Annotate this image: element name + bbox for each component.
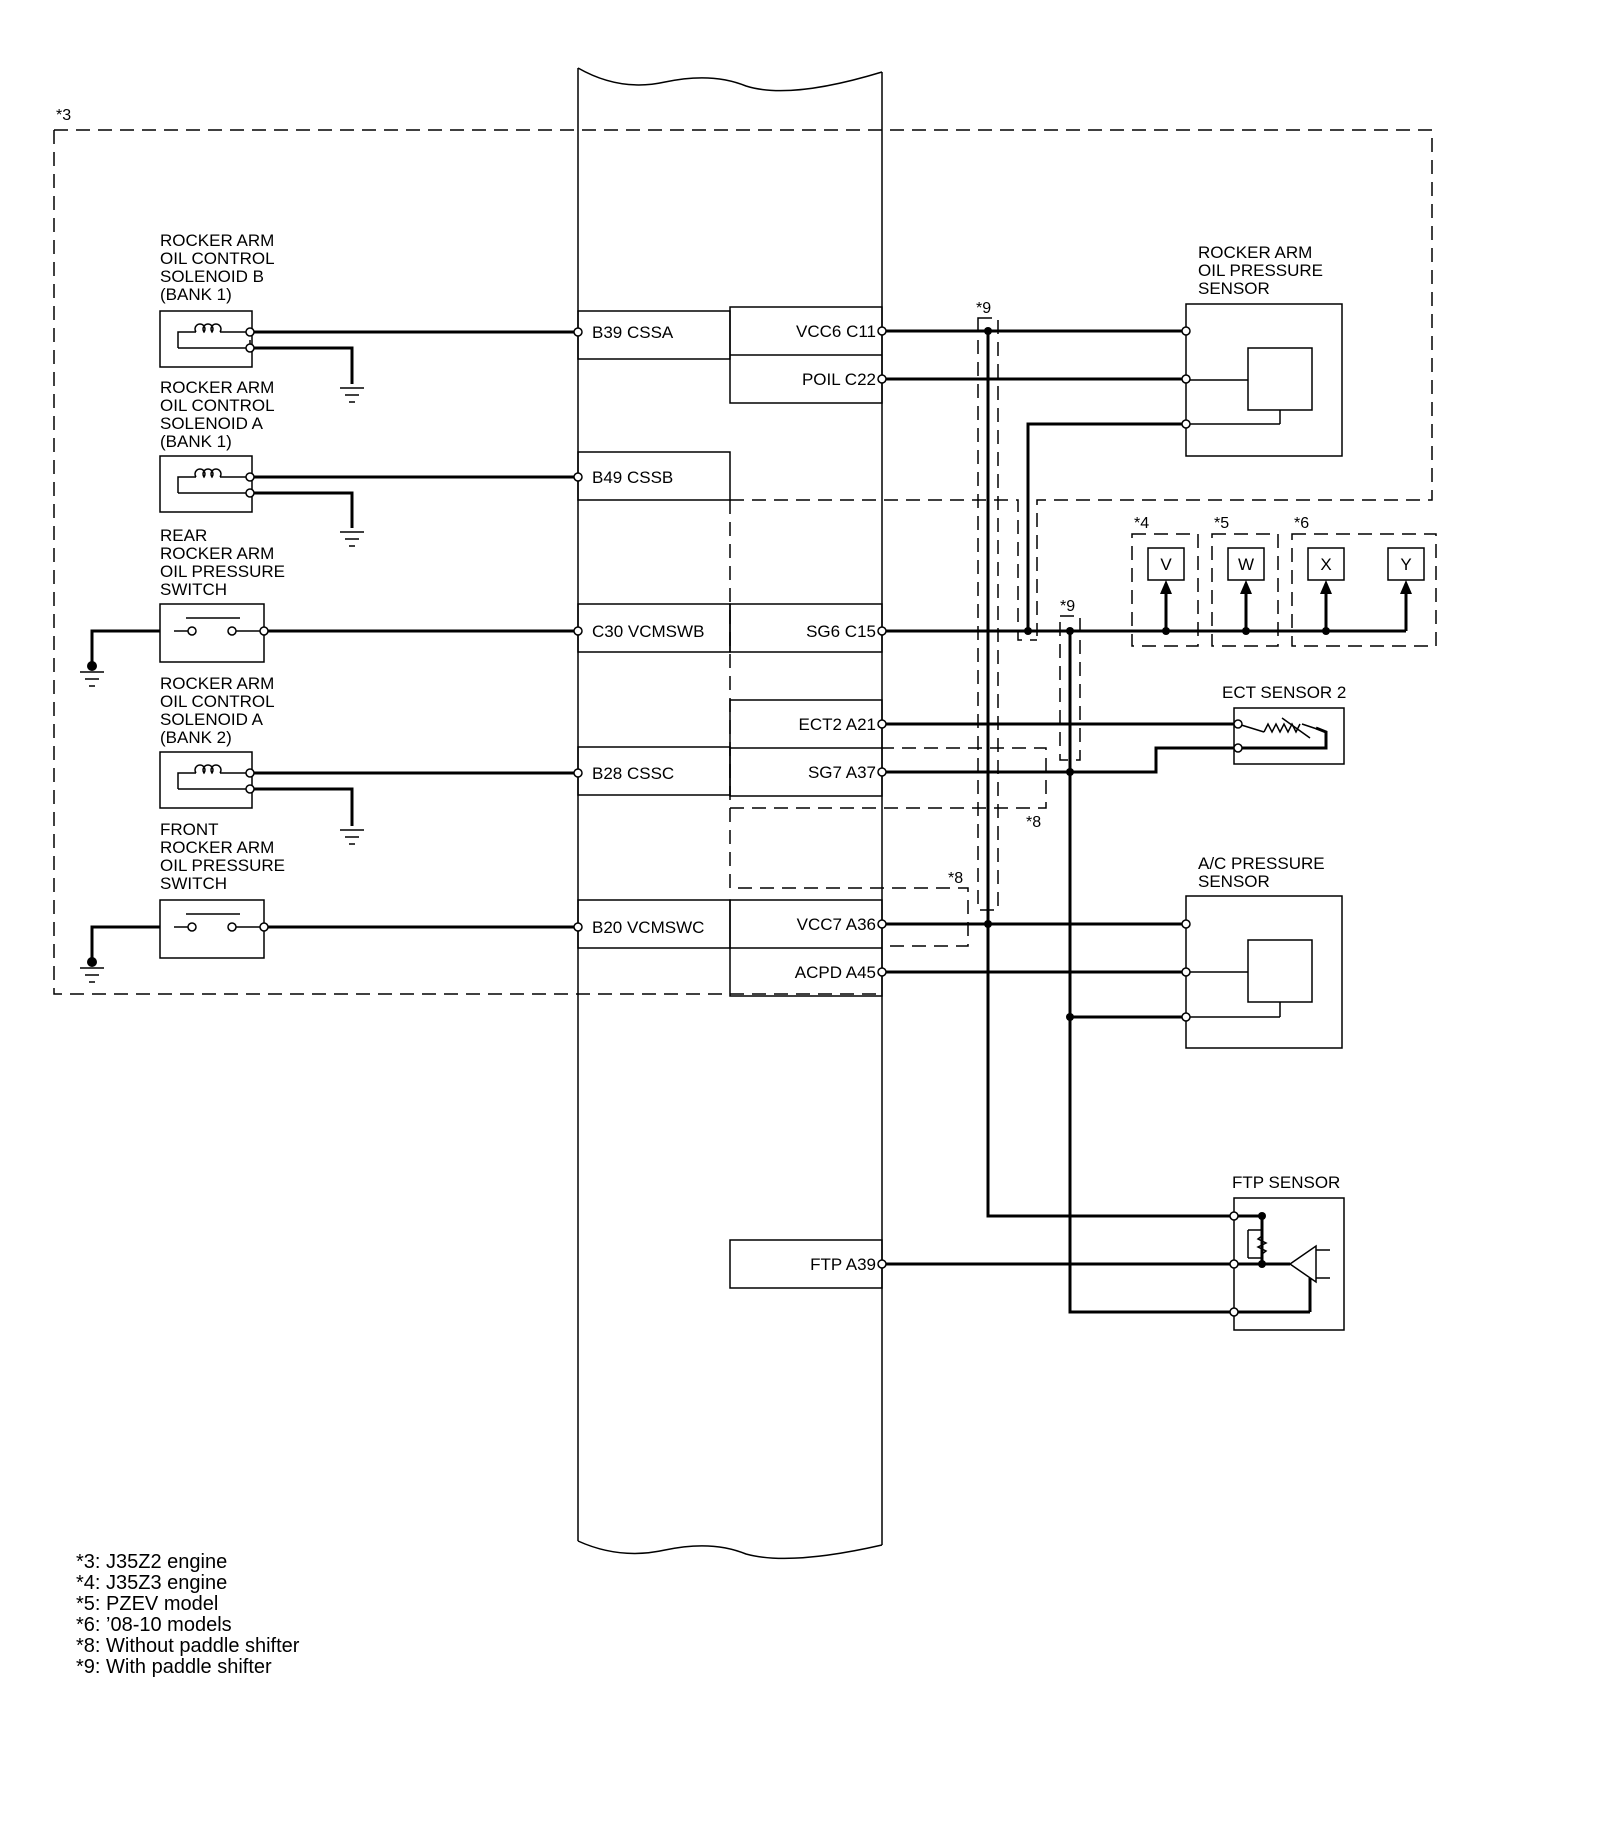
note-3: *3: J35Z2 engine	[76, 1551, 227, 1573]
footnotes: *3: J35Z2 engine *4: J35Z3 engine *5: PZ…	[76, 1551, 300, 1678]
mark-no-paddle-right: *8	[1026, 814, 1041, 831]
label-oil-pressure-sensor-l2: OIL PRESSURE	[1198, 261, 1323, 280]
mark-j35z3: *4	[1134, 515, 1149, 532]
label-rear-switch-l2: ROCKER ARM	[160, 544, 274, 563]
label-solenoid-b-bank1-l4: (BANK 1)	[160, 285, 232, 304]
pin-poil-c22: POIL C22	[802, 370, 876, 389]
label-front-switch-l4: SWITCH	[160, 874, 227, 893]
label-ac-pressure-sensor-l2: SENSOR	[1198, 872, 1270, 891]
pin-vcc7-a36: VCC7 A36	[797, 915, 876, 934]
pin-sg6-c15: SG6 C15	[806, 622, 876, 641]
pin-b20-vcmswc: B20 VCMSWC	[592, 918, 704, 937]
pin-c30-vcmswb: C30 VCMSWB	[592, 622, 704, 641]
mark-paddle-mid: *9	[1060, 598, 1075, 615]
variant-letter-w: W	[1238, 555, 1254, 574]
pin-b28-cssc: B28 CSSC	[592, 764, 674, 783]
label-ftp-sensor: FTP SENSOR	[1232, 1173, 1340, 1192]
variant-boxes	[1131, 533, 1437, 647]
ftp-sensor	[1233, 1197, 1345, 1331]
pin-b49-cssb: B49 CSSB	[592, 468, 673, 487]
label-ect-sensor-2: ECT SENSOR 2	[1222, 683, 1346, 702]
label-solenoid-a-bank2-l4: (BANK 2)	[160, 728, 232, 747]
front-oil-pressure-switch	[159, 899, 265, 959]
variant-letter-v: V	[1160, 555, 1172, 574]
label-oil-pressure-sensor-l3: SENSOR	[1198, 279, 1270, 298]
label-solenoid-a-bank2-l3: SOLENOID A	[160, 710, 264, 729]
rocker-arm-oil-pressure-sensor	[1185, 303, 1343, 457]
solenoid-a-bank2	[159, 751, 253, 809]
label-solenoid-b-bank1-l2: OIL CONTROL	[160, 249, 275, 268]
ecm-pin-labels: B39 CSSA B49 CSSB C30 VCMSWB B28 CSSC B2…	[592, 322, 876, 1274]
ecm-right-pin-boxes	[729, 306, 883, 1289]
variant-letter-y: Y	[1400, 555, 1411, 574]
note-5: *5: PZEV model	[76, 1593, 218, 1615]
rear-oil-pressure-switch	[159, 603, 265, 663]
mark-paddle-top: *9	[976, 300, 991, 317]
label-solenoid-a-bank1-l2: OIL CONTROL	[160, 396, 275, 415]
label-solenoid-b-bank1-l3: SOLENOID B	[160, 267, 264, 286]
pin-b39-cssa: B39 CSSA	[592, 323, 674, 342]
ground-symbols	[80, 387, 364, 983]
component-labels: ROCKER ARM OIL CONTROL SOLENOID B (BANK …	[160, 231, 1346, 1192]
label-front-switch-l1: FRONT	[160, 820, 219, 839]
mark-region3: *3	[56, 107, 71, 124]
pin-ect2-a21: ECT2 A21	[799, 715, 877, 734]
label-solenoid-a-bank2-l2: OIL CONTROL	[160, 692, 275, 711]
label-front-switch-l2: ROCKER ARM	[160, 838, 274, 857]
label-rear-switch-l3: OIL PRESSURE	[160, 562, 285, 581]
label-solenoid-b-bank1-l1: ROCKER ARM	[160, 231, 274, 250]
label-rear-switch-l1: REAR	[160, 526, 207, 545]
variant-letter-x: X	[1320, 555, 1331, 574]
pin-sg7-a37: SG7 A37	[808, 763, 876, 782]
mark-08-10: *6	[1294, 515, 1309, 532]
region-marks: *3 *9 *9 *8 *8	[56, 107, 1075, 887]
note-9: *9: With paddle shifter	[76, 1656, 272, 1678]
solenoid-b-bank1	[159, 310, 253, 368]
ect-sensor-2	[1233, 707, 1345, 765]
label-solenoid-a-bank1-l3: SOLENOID A	[160, 414, 264, 433]
mark-no-paddle-left: *8	[948, 870, 963, 887]
right-wires	[882, 327, 1406, 1314]
variant-labels: *4 *5 *6 V W X Y	[1134, 515, 1412, 574]
note-4: *4: J35Z3 engine	[76, 1572, 227, 1594]
ac-pressure-sensor	[1185, 895, 1343, 1049]
pin-ftp-a39: FTP A39	[810, 1255, 876, 1274]
label-solenoid-a-bank2-l1: ROCKER ARM	[160, 674, 274, 693]
label-ac-pressure-sensor-l1: A/C PRESSURE	[1198, 854, 1325, 873]
mark-pzev: *5	[1214, 515, 1229, 532]
label-front-switch-l3: OIL PRESSURE	[160, 856, 285, 875]
pin-vcc6-c11: VCC6 C11	[796, 322, 876, 341]
pin-terminals	[245, 326, 1243, 1317]
solenoid-a-bank1	[159, 455, 253, 513]
label-rear-switch-l4: SWITCH	[160, 580, 227, 599]
pin-acpd-a45: ACPD A45	[795, 963, 876, 982]
label-solenoid-a-bank1-l4: (BANK 1)	[160, 432, 232, 451]
left-wires	[90, 330, 578, 962]
region-j35z2	[53, 129, 1433, 995]
note-6: *6: ’08-10 models	[76, 1614, 232, 1636]
label-oil-pressure-sensor-l1: ROCKER ARM	[1198, 243, 1312, 262]
note-8: *8: Without paddle shifter	[76, 1635, 300, 1657]
label-solenoid-a-bank1-l1: ROCKER ARM	[160, 378, 274, 397]
